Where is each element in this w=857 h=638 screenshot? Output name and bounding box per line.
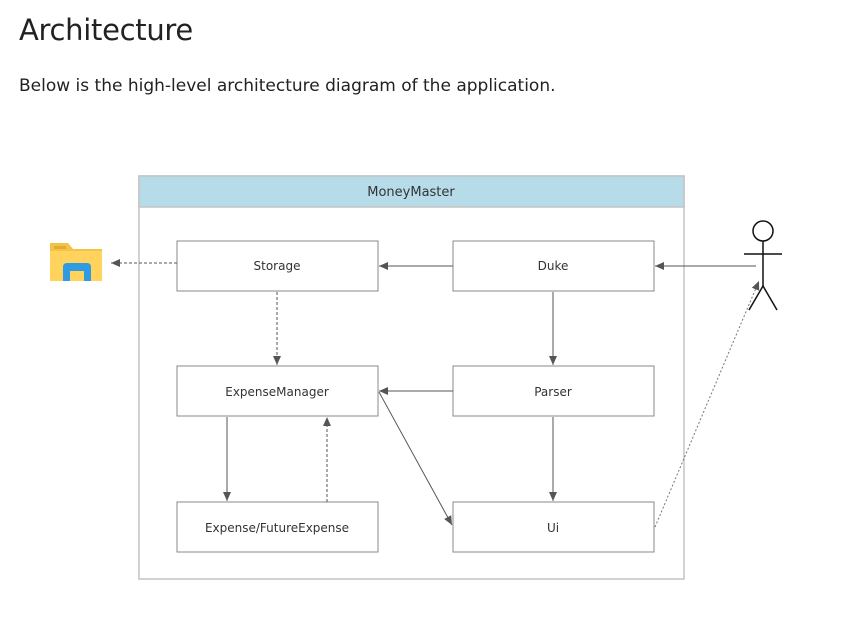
arrow-expense-manager-to-ui (378, 391, 453, 526)
user-icon (744, 220, 782, 311)
page-title: Architecture (19, 13, 193, 47)
component-ui: Ui (452, 501, 655, 553)
component-duke-label: Duke (538, 259, 569, 273)
component-storage-label: Storage (254, 259, 301, 273)
connectors (111, 259, 760, 528)
component-ui-label: Ui (547, 521, 559, 535)
component-parser-label: Parser (534, 385, 572, 399)
system-title: MoneyMaster (367, 185, 455, 200)
arrow-ui-to-user (654, 280, 760, 528)
component-parser: Parser (452, 365, 655, 417)
intro-text: Below is the high-level architecture dia… (19, 76, 556, 96)
system-header (138, 175, 685, 208)
component-expense-manager: ExpenseManager (176, 365, 379, 417)
component-expense-label: Expense/FutureExpense (205, 521, 349, 535)
folder-icon (50, 243, 102, 281)
component-storage: Storage (176, 240, 379, 292)
component-expense-manager-label: ExpenseManager (225, 385, 329, 399)
component-expense: Expense/FutureExpense (176, 501, 379, 553)
component-duke: Duke (452, 240, 655, 292)
